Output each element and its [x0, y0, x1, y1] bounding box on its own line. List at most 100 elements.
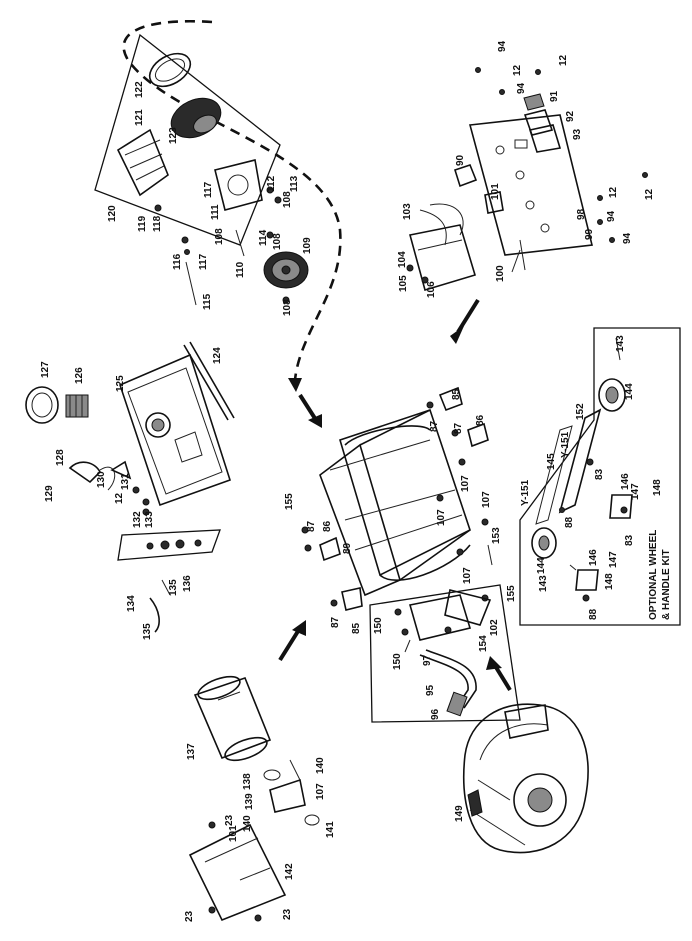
callout-106: 106 — [426, 281, 437, 298]
callout-94: 94 — [622, 232, 633, 244]
callout-88: 88 — [564, 516, 575, 528]
fuel-strainer-126 — [65, 394, 89, 418]
callout-131: 131 — [120, 473, 131, 490]
wheel-kit-title-line2: & HANDLE KIT — [661, 549, 672, 620]
callout-146: 146 — [588, 549, 599, 566]
callout-94: 94 — [516, 82, 527, 94]
callout-147: 147 — [608, 551, 619, 568]
rotor-121 — [116, 128, 169, 197]
callout-135: 135 — [168, 579, 179, 596]
callout-147: 147 — [630, 483, 641, 500]
switch-90 — [454, 164, 478, 188]
flow-arrow-generator-head — [298, 393, 322, 428]
wheel-144b — [531, 527, 557, 559]
callout-117: 117 — [203, 181, 214, 198]
callout-148: 148 — [652, 479, 663, 496]
frame-tube-outer — [339, 408, 471, 577]
brush-assembly-111 — [214, 159, 263, 211]
callout-96: 96 — [430, 708, 441, 720]
wheel-kit-group — [519, 327, 681, 626]
callout-y151: Y-151 — [560, 431, 571, 458]
callout-154: 154 — [478, 635, 489, 652]
callout-12: 12 — [114, 492, 125, 504]
callout-155: 155 — [506, 585, 517, 602]
callout-90: 90 — [455, 154, 466, 166]
callout-12: 12 — [558, 54, 569, 66]
callout-141: 141 — [325, 821, 336, 838]
callout-104: 104 — [397, 251, 408, 268]
vibration-mount-85a — [438, 386, 463, 412]
callout-12: 12 — [512, 64, 523, 76]
engine-group — [462, 703, 589, 854]
callout-97: 97 — [422, 654, 433, 666]
callout-144: 144 — [624, 383, 635, 400]
callout-87: 87 — [429, 420, 440, 432]
battery-tray-104 — [409, 224, 476, 292]
callout-83: 83 — [594, 468, 605, 480]
callout-23: 23 — [224, 814, 235, 826]
callout-12: 12 — [608, 186, 619, 198]
callout-23: 23 — [282, 908, 293, 920]
callout-103: 103 — [402, 203, 413, 220]
flow-arrow-muffler — [278, 620, 306, 662]
flow-arrow-engine — [486, 656, 512, 692]
callout-y151: Y-151 — [520, 479, 531, 506]
callout-12: 12 — [644, 188, 655, 200]
callout-85: 85 — [351, 622, 362, 634]
callout-111: 111 — [210, 204, 221, 220]
axle-152 — [558, 408, 602, 514]
callout-148: 148 — [604, 573, 615, 590]
dashed-path-arrowhead — [288, 378, 302, 392]
callout-107: 107 — [462, 567, 473, 584]
callout-95: 95 — [425, 684, 436, 696]
callout-125: 125 — [115, 375, 126, 392]
fuel-tank-group — [25, 341, 235, 633]
callout-94: 94 — [606, 210, 617, 222]
vibration-mount-85b — [341, 587, 363, 611]
callout-132: 132 — [132, 511, 143, 528]
handle-bracket-group — [369, 584, 521, 723]
callout-126: 126 — [74, 367, 85, 384]
callout-101: 101 — [228, 825, 239, 842]
callout-119: 119 — [137, 215, 148, 232]
callout-23: 23 — [184, 910, 195, 922]
muffler-bracket-139 — [269, 778, 306, 813]
callout-122: 122 — [134, 81, 145, 98]
callout-87: 87 — [330, 616, 341, 628]
callout-146: 146 — [620, 473, 631, 490]
leg-146b — [575, 569, 599, 591]
handle-95 — [419, 654, 469, 706]
callout-120: 120 — [107, 205, 118, 222]
bracket-plate — [408, 594, 472, 641]
callout-150: 150 — [392, 653, 403, 670]
callout-134: 134 — [126, 595, 137, 612]
callout-107: 107 — [481, 491, 492, 508]
callout-87: 87 — [453, 422, 464, 434]
callout-91: 91 — [549, 90, 560, 102]
fuel-hose-134 — [149, 597, 160, 633]
callout-153: 153 — [491, 527, 502, 544]
callout-139: 139 — [244, 793, 255, 810]
callout-127: 127 — [40, 361, 51, 378]
callout-116: 116 — [172, 253, 183, 270]
callout-143: 143 — [615, 335, 626, 352]
muffler-137 — [193, 676, 272, 760]
callout-138: 138 — [242, 773, 253, 790]
callout-88: 88 — [588, 608, 599, 620]
fuel-cap-127 — [25, 386, 59, 424]
callout-107: 107 — [436, 509, 447, 526]
receptacle-93 — [528, 124, 562, 153]
frame-assembly — [301, 386, 493, 611]
vibration-mount-86a — [467, 422, 489, 448]
stator-ring-122 — [148, 52, 192, 88]
callout-101: 101 — [490, 183, 501, 200]
outlet-box-101 — [484, 191, 504, 214]
muffler-guard-142 — [188, 823, 287, 922]
callout-135: 135 — [142, 623, 153, 640]
callout-124: 124 — [212, 347, 223, 364]
callout-107: 107 — [460, 475, 471, 492]
callout-105: 105 — [398, 275, 409, 292]
fuel-gauge — [145, 412, 171, 438]
